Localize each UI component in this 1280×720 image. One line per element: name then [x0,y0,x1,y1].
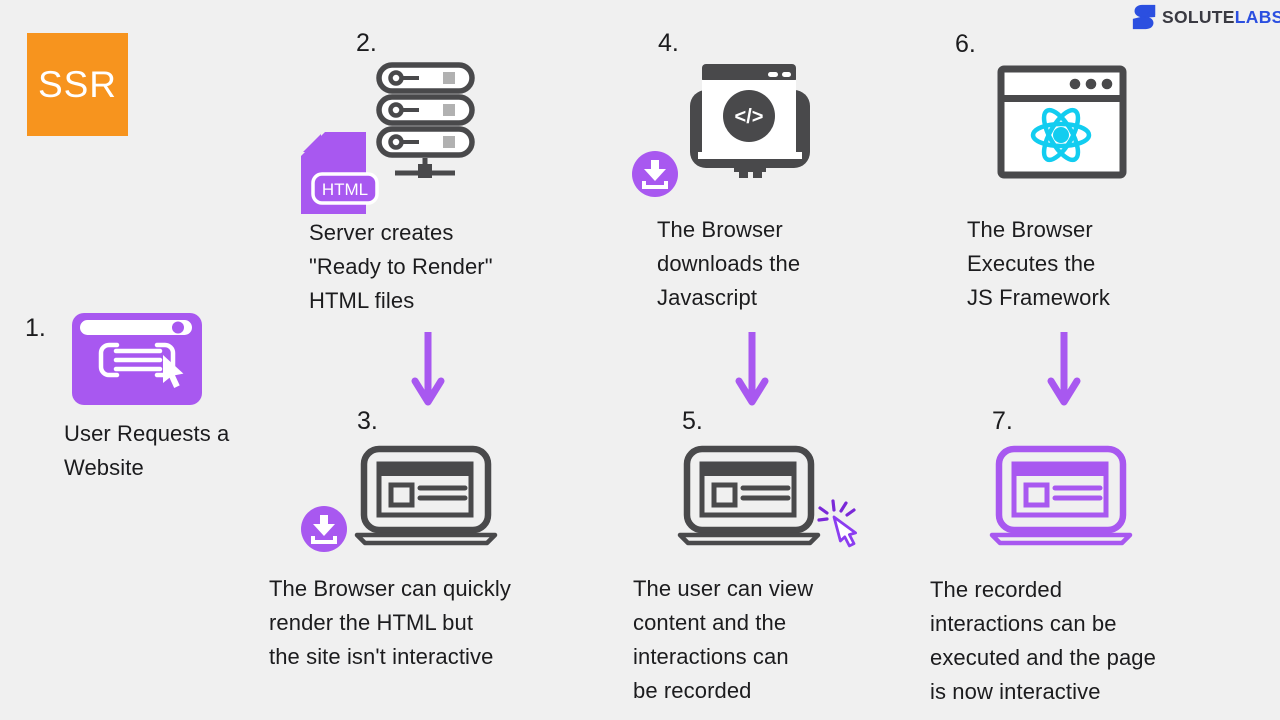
step-2-caption: Server creates "Ready to Render" HTML fi… [309,220,493,313]
step-7-caption: The recorded interactions can be execute… [930,577,1156,704]
download-icon [632,151,678,197]
step-4-number: 4. [658,29,679,57]
step-2-number: 2. [356,29,377,57]
browser-react-icon [997,65,1127,179]
logo-text-solute: SOLUTE [1162,6,1235,27]
server-stack-icon [376,62,475,178]
html-file-icon: HTML [301,132,379,214]
step-3-number: 3. [357,407,378,435]
step-5-caption: The user can view content and the intera… [633,576,814,703]
step-1-caption: User Requests a Website [64,421,230,480]
step-5-number: 5. [682,407,703,435]
step-7-number: 7. [992,407,1013,435]
code-glyph: </> [735,106,764,128]
solutelabs-logo: SOLUTELABS [1131,4,1280,30]
step-6-number: 6. [955,30,976,58]
step-6-caption: The Browser Executes the JS Framework [967,217,1110,310]
html-file-label: HTML [322,180,368,199]
laptop-view-icon [677,445,821,546]
laptop-render-icon [354,445,498,546]
download-icon [301,506,347,552]
solutelabs-logo-icon [1132,4,1156,30]
step-4-caption: The Browser downloads the Javascript [657,217,801,310]
flow-arrow-down-icon [411,332,445,406]
browser-cursor-icon [72,313,202,405]
react-logo-icon [1030,107,1092,163]
flow-arrow-down-icon [735,332,769,406]
monitor-code-icon: </> [690,64,810,178]
step-1-number: 1. [25,314,46,342]
step-3-caption: The Browser can quickly render the HTML … [269,576,511,669]
logo-text-labs: LABS [1234,6,1280,27]
ssr-badge: SSR [27,33,128,136]
flow-arrow-down-icon [1047,332,1081,406]
click-cursor-icon [817,499,857,548]
laptop-interactive-icon [989,445,1133,546]
